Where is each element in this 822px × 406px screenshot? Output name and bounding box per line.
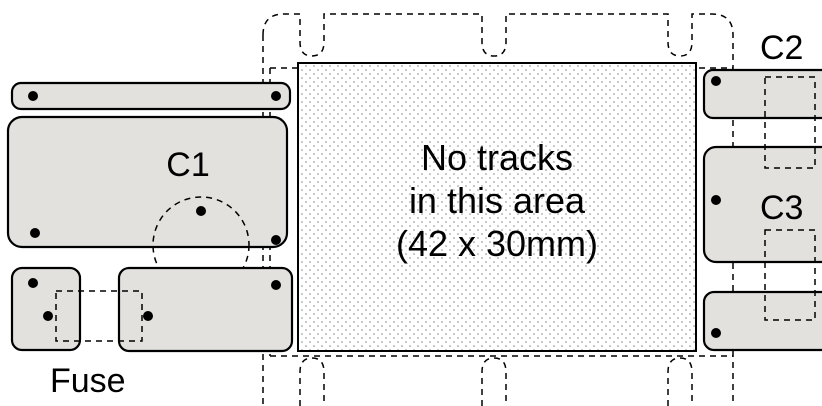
fuse-label: Fuse: [50, 362, 126, 400]
keepout-label-line3: (42 x 30mm): [396, 223, 598, 264]
c2-pad: [702, 68, 822, 120]
c3-label: C3: [760, 189, 803, 227]
c3-pad: [702, 145, 822, 264]
c1-footprint: [152, 196, 250, 294]
c1-label: C1: [166, 146, 209, 184]
fuse-left-pad: [10, 266, 82, 352]
fuse-footprint: [55, 290, 143, 342]
c1-pad: [6, 115, 289, 249]
keepout-label-line2: in this area: [409, 180, 586, 221]
top-strip-pad: [10, 81, 292, 111]
no-tracks-area: [297, 62, 697, 352]
c3-footprint: [764, 229, 816, 321]
fuse-right-pad: [117, 266, 294, 353]
keepout-label-line1: No tracks: [421, 137, 573, 178]
c2-footprint: [764, 76, 816, 169]
c2-label: C2: [760, 29, 803, 67]
bottom-right-pad: [702, 290, 822, 352]
